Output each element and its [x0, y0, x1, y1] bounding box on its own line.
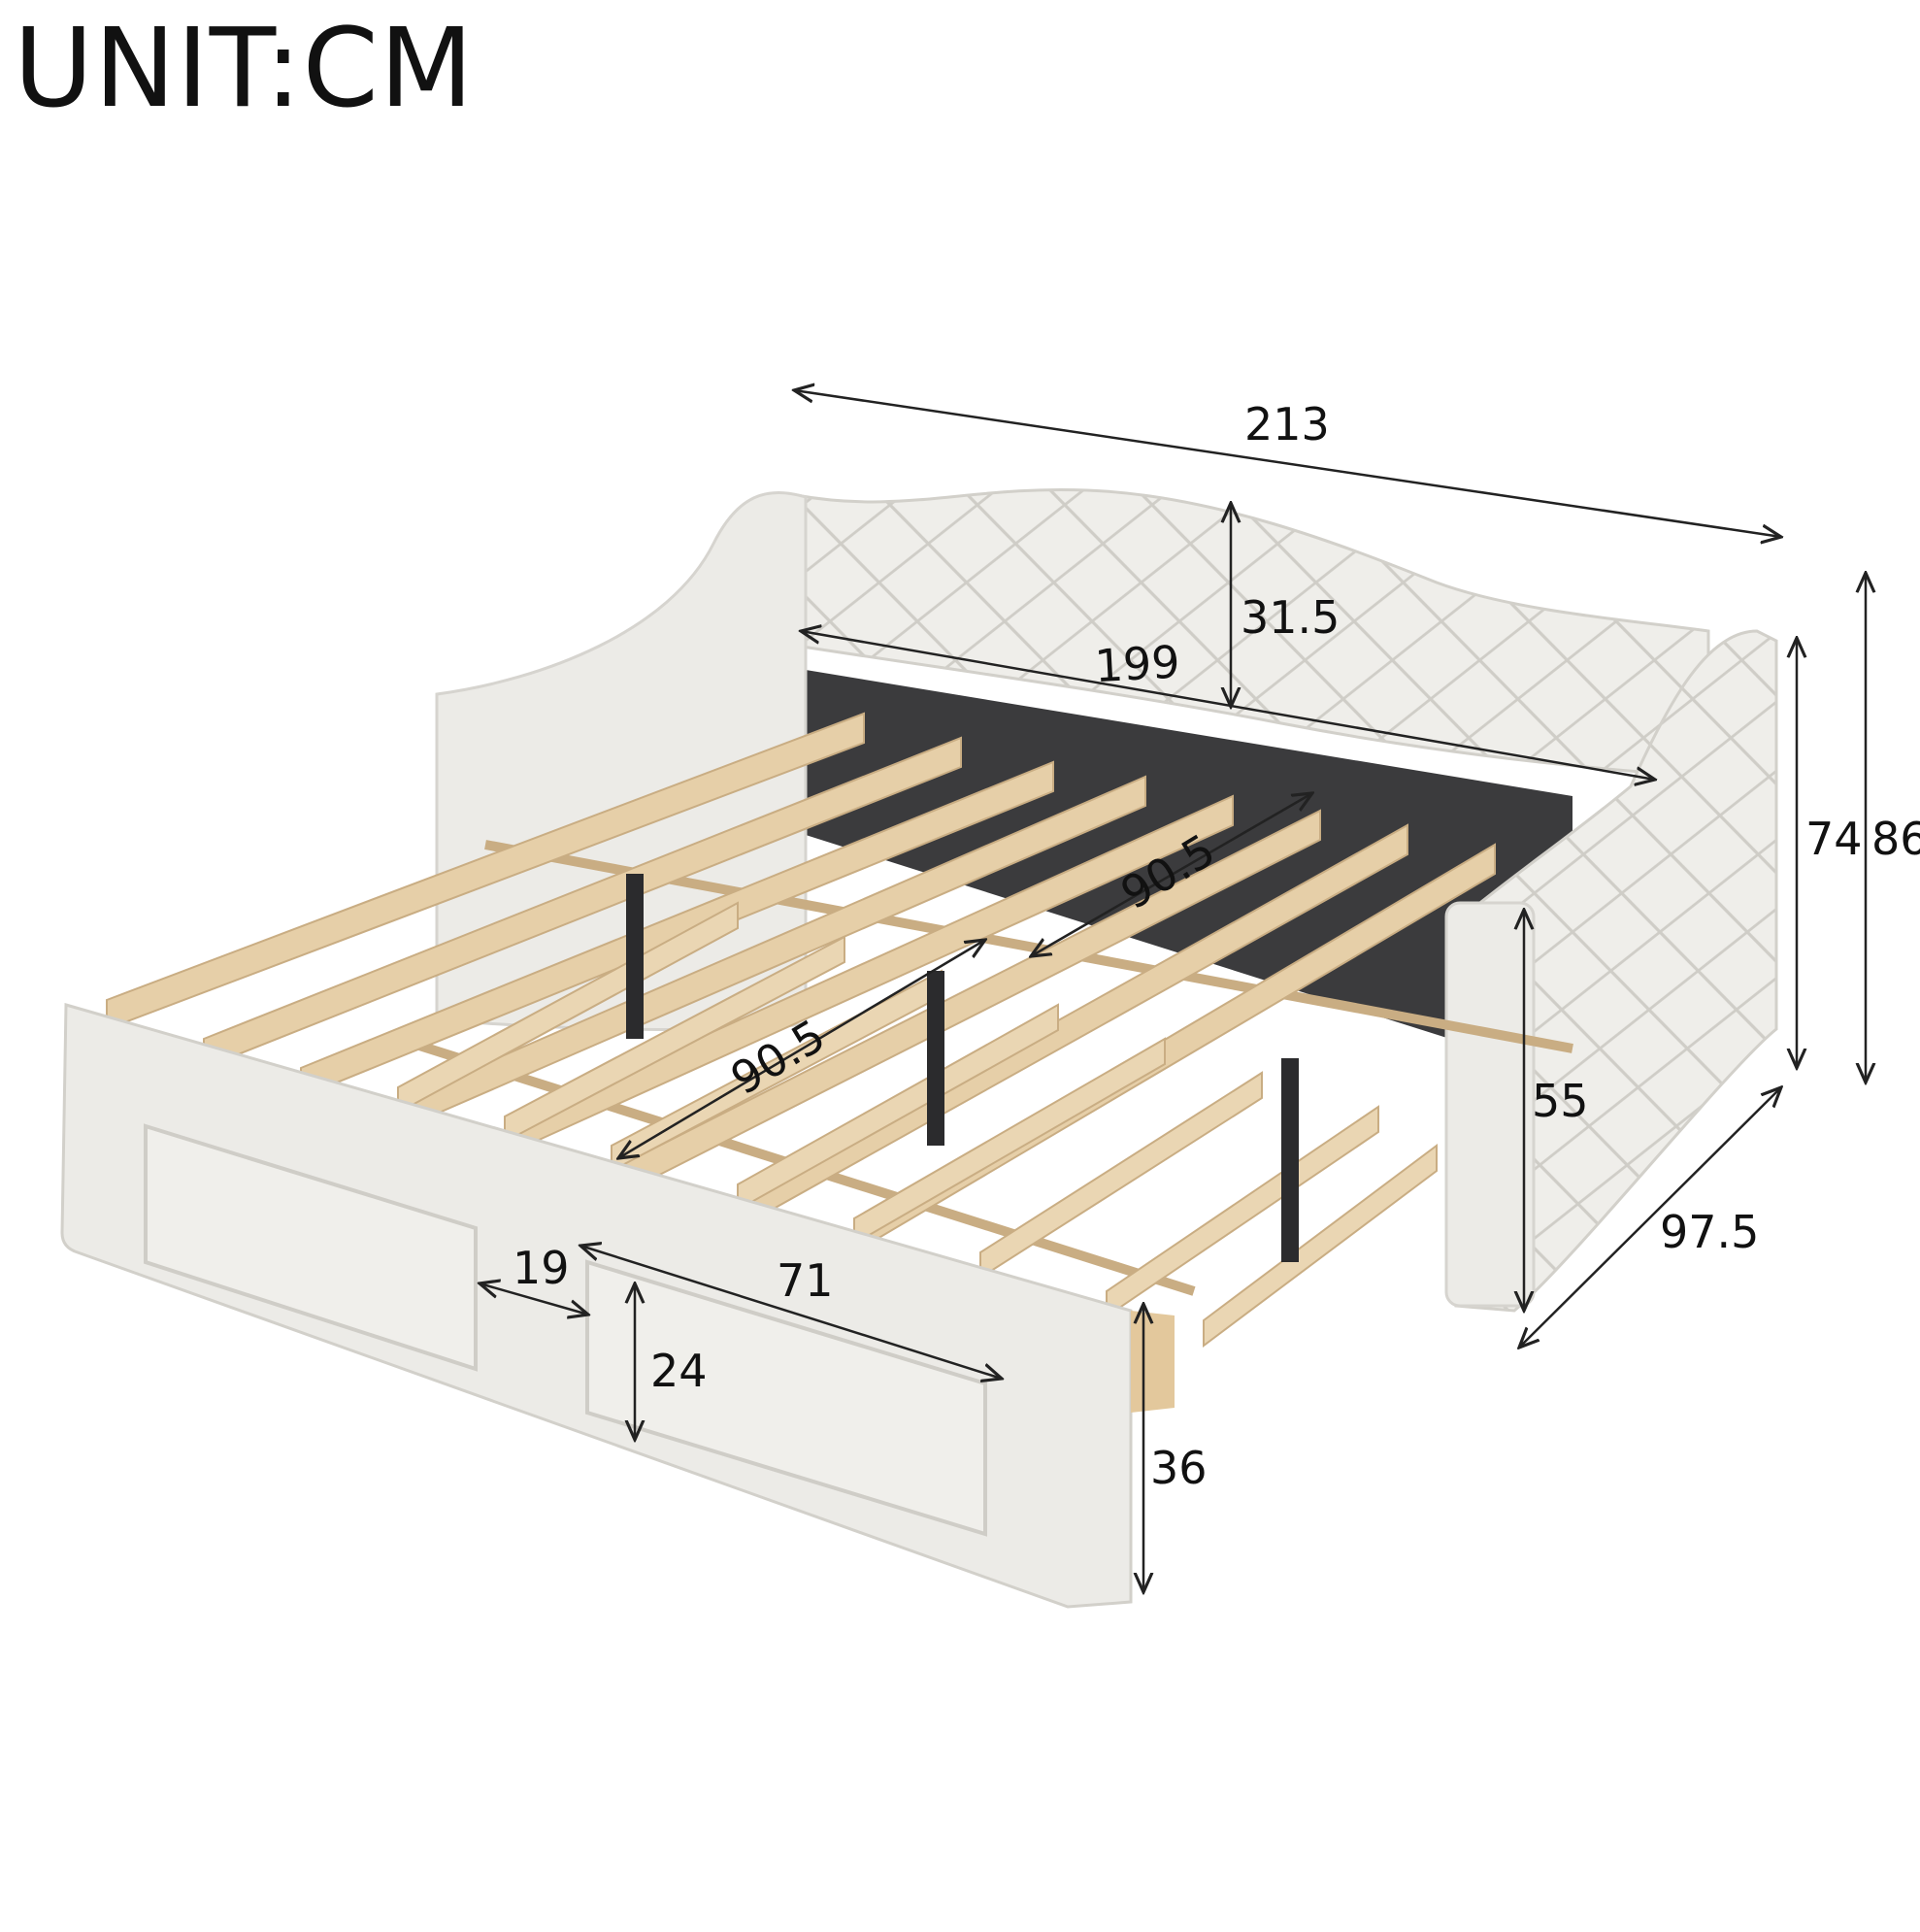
trundle-slat [1106, 1105, 1379, 1318]
trundle-slat [979, 1071, 1263, 1280]
dimension-lines [480, 390, 1866, 1592]
label-back-tuft-height: 31.5 [1241, 591, 1340, 644]
arrow-drawer-gap [480, 1283, 588, 1315]
leg-2 [927, 971, 944, 1146]
label-drawer-gap: 19 [513, 1242, 570, 1294]
arrow-right-slat-width [1031, 793, 1312, 956]
drawer-left [144, 1123, 478, 1372]
label-drawer-width: 71 [777, 1254, 834, 1307]
label-depth: 97.5 [1660, 1206, 1759, 1258]
arrow-drawer-width [580, 1246, 1002, 1379]
arrow-depth [1519, 1087, 1781, 1348]
leg-1 [626, 874, 644, 1039]
trundle-wood-side [1131, 1311, 1175, 1413]
label-overall-length: 213 [1244, 398, 1330, 450]
leg-3 [1281, 1058, 1299, 1262]
trundle-slat [1203, 1144, 1438, 1348]
arrow-left-slat-width [618, 940, 985, 1158]
label-inner-length: 199 [1093, 636, 1181, 693]
arrow-overall-length [794, 390, 1781, 537]
unit-title: UNIT:CM [14, 6, 475, 132]
right-arm-front [1444, 901, 1536, 1308]
label-seat-height: 55 [1532, 1075, 1589, 1127]
label-arm-height: 74 [1805, 813, 1863, 865]
label-trundle-height: 36 [1150, 1442, 1208, 1494]
label-overall-height: 86 [1871, 813, 1920, 865]
label-drawer-height: 24 [650, 1345, 708, 1397]
